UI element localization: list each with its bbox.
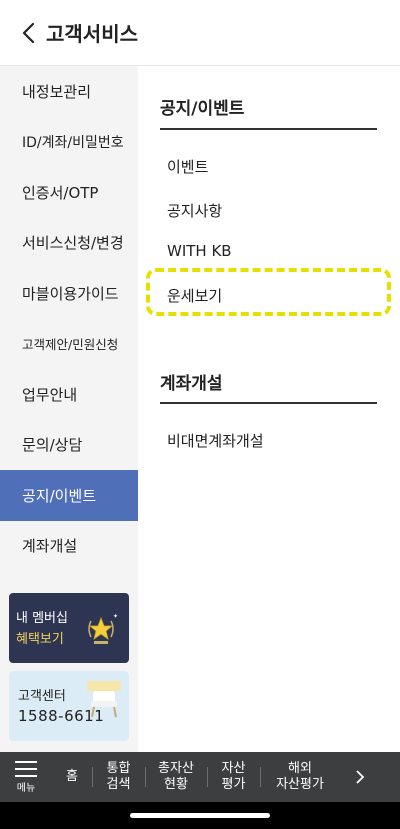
nav-asset-valuation[interactable]: 자산 평가 [207, 752, 260, 802]
sidebar-item-suggestion-complaint[interactable]: 고객제안/민원신청 [22, 337, 119, 353]
section-title-notice-event: 공지/이벤트 [160, 99, 245, 119]
chair-illustration-icon [87, 681, 121, 718]
main-content: 공지/이벤트 이벤트 공지사항 WITH KB 운세보기 계좌개설 비대면계좌개… [138, 66, 400, 752]
nav-integrated-search-label: 통합 검색 [106, 761, 131, 792]
sidebar-item-service-application[interactable]: 서비스신청/변경 [22, 234, 124, 253]
sidebar-item-business-guide[interactable]: 업무안내 [22, 385, 78, 404]
nav-next-button[interactable] [340, 752, 380, 802]
home-indicator[interactable] [130, 813, 270, 818]
sidebar: 내정보관리 ID/계좌/비밀번호 인증서/OTP 서비스신청/변경 마블이용가이… [0, 66, 138, 752]
header: 고객서비스 [0, 0, 400, 66]
membership-card-subtitle: 혜택보기 [16, 632, 64, 647]
nav-asset-valuation-label: 자산 평가 [221, 761, 246, 792]
sidebar-item-account-opening[interactable]: 계좌개설 [22, 537, 78, 556]
sidebar-item-certificate-otp[interactable]: 인증서/OTP [22, 183, 99, 202]
nav-total-assets[interactable]: 총자산 현황 [145, 752, 207, 802]
nav-overseas-asset-valuation-label: 해외 자산평가 [276, 761, 324, 792]
menu-button[interactable]: 메뉴 [0, 752, 52, 802]
customer-center-title: 고객센터 [18, 689, 66, 704]
back-button[interactable] [8, 13, 48, 53]
customer-center-phone: 1588-6611 [18, 707, 105, 725]
hamburger-menu-icon [15, 760, 37, 777]
sidebar-item-notice-event[interactable]: 공지/이벤트 [0, 470, 138, 521]
nav-integrated-search[interactable]: 통합 검색 [92, 752, 145, 802]
menu-link-notice[interactable]: 공지사항 [167, 202, 223, 220]
chevron-left-icon [22, 22, 35, 43]
menu-link-event[interactable]: 이벤트 [167, 158, 209, 176]
sidebar-item-id-account-password[interactable]: ID/계좌/비밀번호 [22, 134, 124, 151]
bottom-navigation: 메뉴 홈 통합 검색 총자산 현황 자산 평가 해외 자산평가 [0, 752, 400, 802]
section-divider [160, 128, 377, 130]
menu-link-non-face-account[interactable]: 비대면계좌개설 [167, 432, 264, 450]
highlight-annotation [146, 268, 391, 316]
star-badge-icon: ✦ [88, 613, 118, 644]
section-divider [160, 402, 377, 404]
sidebar-item-marble-guide[interactable]: 마블이용가이드 [22, 284, 119, 303]
menu-link-with-kb[interactable]: WITH KB [167, 242, 232, 260]
page-title: 고객서비스 [46, 22, 138, 46]
sidebar-item-my-info[interactable]: 내정보관리 [22, 82, 92, 101]
nav-overseas-asset-valuation[interactable]: 해외 자산평가 [260, 752, 340, 802]
menu-label: 메뉴 [16, 782, 36, 794]
nav-home-label: 홈 [66, 769, 78, 784]
menu-link-fortune[interactable]: 운세보기 [167, 287, 223, 305]
customer-center-card[interactable]: 고객센터 1588-6611 [9, 671, 129, 741]
system-home-area [0, 802, 400, 829]
nav-total-assets-label: 총자산 현황 [158, 761, 194, 792]
membership-benefits-card[interactable]: 내 멤버십 혜택보기 ✦ [9, 593, 129, 663]
sidebar-item-inquiry[interactable]: 문의/상담 [22, 436, 83, 455]
chevron-right-icon [355, 770, 364, 784]
nav-home[interactable]: 홈 [52, 752, 92, 802]
svg-text:✦: ✦ [113, 613, 118, 620]
membership-card-title: 내 멤버십 [16, 611, 68, 626]
section-title-account-opening: 계좌개설 [160, 374, 223, 394]
